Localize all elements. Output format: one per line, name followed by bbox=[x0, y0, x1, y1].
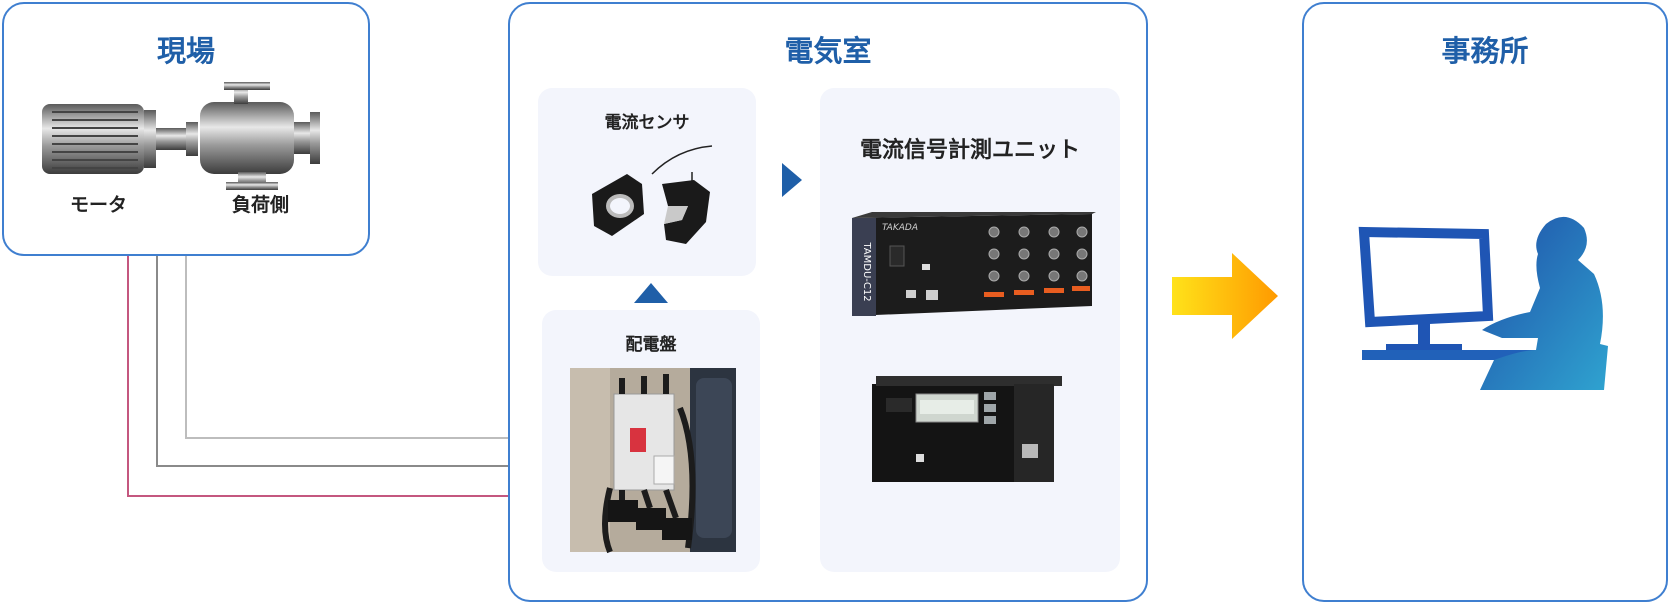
load-label: 負荷側 bbox=[232, 194, 290, 216]
office-pc-user-icon bbox=[1358, 216, 1608, 390]
switchboard-photo bbox=[570, 368, 736, 554]
switchboard-card: 配電盤 bbox=[542, 310, 760, 572]
site-panel: 現場 モータ 負荷側 bbox=[2, 2, 370, 256]
flow-arrow-icon bbox=[1172, 253, 1278, 339]
up-arrow-icon bbox=[634, 283, 668, 303]
current-sensor-card: 電流センサ bbox=[538, 88, 756, 276]
current-sensor-label: 電流センサ bbox=[604, 113, 690, 133]
measurement-unit-card: 電流信号計測ユニット TAMDU-C12 TAKADA bbox=[820, 88, 1120, 572]
device-brand-text: TAKADA bbox=[882, 223, 918, 233]
wire-light bbox=[185, 256, 510, 439]
site-title: 現場 bbox=[156, 34, 215, 68]
measurement-unit-label: 電流信号計測ユニット bbox=[859, 138, 1080, 163]
device-model-text: TAMDU-C12 bbox=[861, 241, 872, 301]
office-panel: 事務所 bbox=[1302, 2, 1668, 602]
measurement-unit-front: TAMDU-C12 TAKADA bbox=[852, 212, 1096, 316]
wire-dark bbox=[156, 256, 510, 467]
motor-label: モータ bbox=[70, 194, 128, 216]
switchboard-label: 配電盤 bbox=[625, 335, 677, 355]
motor-pump-icon bbox=[42, 82, 320, 190]
wire-pink bbox=[127, 256, 510, 497]
current-sensor-icon bbox=[592, 145, 713, 244]
electrical-room-title: 電気室 bbox=[784, 34, 872, 68]
office-title: 事務所 bbox=[1441, 34, 1529, 68]
small-flow-arrow-icon bbox=[782, 163, 802, 197]
measurement-unit-display bbox=[872, 376, 1062, 482]
